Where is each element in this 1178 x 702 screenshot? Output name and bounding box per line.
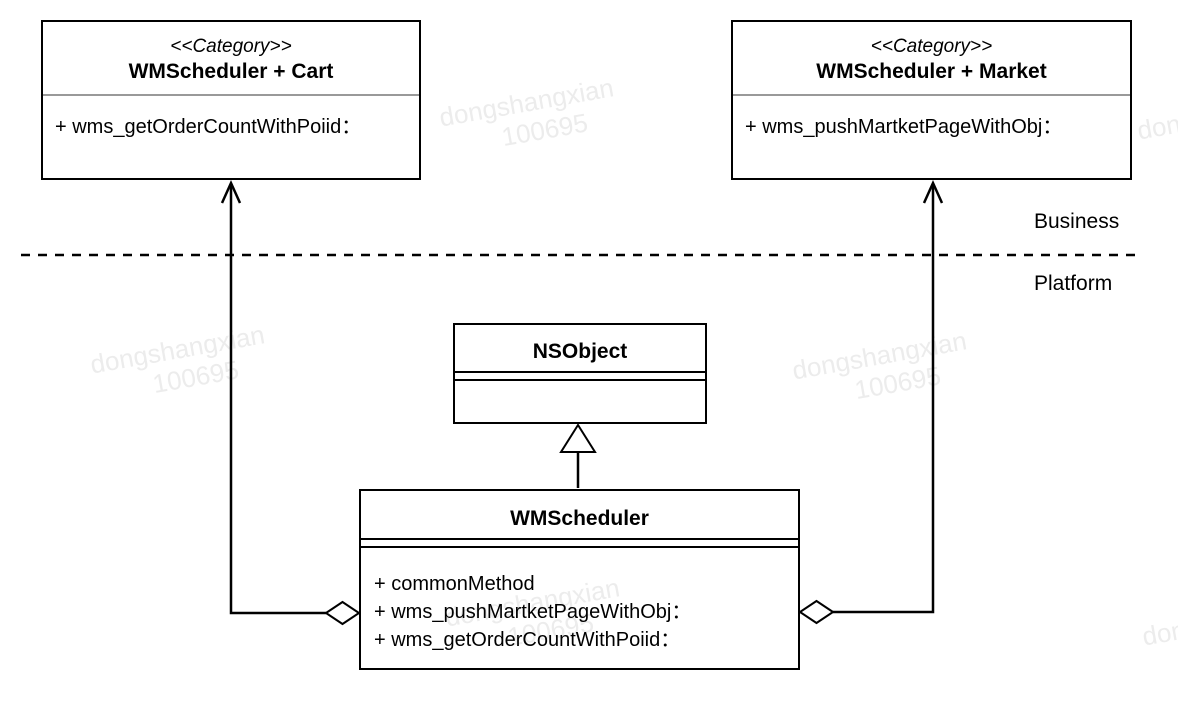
class-name: WMScheduler (510, 507, 649, 530)
method-label: + wms_pushMartketPageWithObj： (374, 601, 692, 623)
class-box-cart-category: <<Category>> WMScheduler + Cart + wms_ge… (41, 20, 421, 180)
watermark-number: 100695 (852, 360, 943, 406)
method-label: + wms_getOrderCountWithPoiid： (55, 116, 362, 138)
method-label: + wms_pushMartketPageWithObj： (745, 116, 1063, 138)
class-methods: + wms_pushMartketPageWithObj： (733, 96, 1130, 141)
watermark: dongshangxian 100695 (790, 325, 974, 415)
class-stereotype: <<Category>> (170, 36, 292, 57)
aggregation-line-market (833, 184, 935, 614)
watermark-number: 100695 (499, 107, 590, 153)
class-name: WMScheduler + Cart (128, 60, 334, 83)
watermark-text: dongshangxian (88, 319, 267, 380)
watermark-text: dongshangxian (437, 72, 616, 133)
empty-attributes-compartment (455, 373, 705, 381)
empty-attributes-compartment (361, 540, 798, 548)
watermark-text: dongshangxian (1140, 591, 1178, 652)
class-methods: + commonMethod + wms_pushMartketPageWith… (361, 548, 798, 654)
watermark-number: 100695 (150, 354, 241, 400)
watermark-text: dongshangxian (790, 325, 969, 386)
method-label: + wms_getOrderCountWithPoiid： (374, 629, 681, 651)
aggregation-diamond-icon (798, 599, 835, 625)
class-box-wmscheduler: WMScheduler + commonMethod + wms_pushMar… (359, 489, 800, 670)
inheritance-triangle-icon (559, 423, 597, 453)
watermark-partial: dongshangxian (1140, 591, 1178, 651)
aggregation-diamond-icon (324, 600, 361, 626)
watermark: dongshangxian 100695 (437, 72, 621, 162)
class-header: NSObject (455, 325, 705, 373)
watermark-text: dongshangxian (1135, 85, 1178, 146)
open-arrowhead-icon (220, 179, 242, 204)
class-methods: + wms_getOrderCountWithPoiid： (43, 96, 419, 141)
platform-layer-label: Platform (1034, 272, 1113, 295)
class-stereotype: <<Category>> (870, 36, 993, 57)
business-layer-label: Business (1034, 210, 1120, 233)
watermark: dongshangxian 100695 (88, 319, 272, 409)
watermark-partial: dongshangxian (1135, 85, 1178, 145)
class-header: WMScheduler (361, 491, 798, 540)
class-box-market-category: <<Category>> WMScheduler + Market + wms_… (731, 20, 1132, 180)
method-label: + commonMethod (374, 573, 535, 595)
class-header: <<Category>> WMScheduler + Cart (43, 22, 419, 96)
class-name: WMScheduler + Market (816, 60, 1047, 83)
class-header: <<Category>> WMScheduler + Market (733, 22, 1130, 96)
class-box-nsobject: NSObject (453, 323, 707, 424)
open-arrowhead-icon (922, 179, 944, 204)
class-name: NSObject (532, 340, 628, 363)
aggregation-line-cart (229, 184, 326, 615)
